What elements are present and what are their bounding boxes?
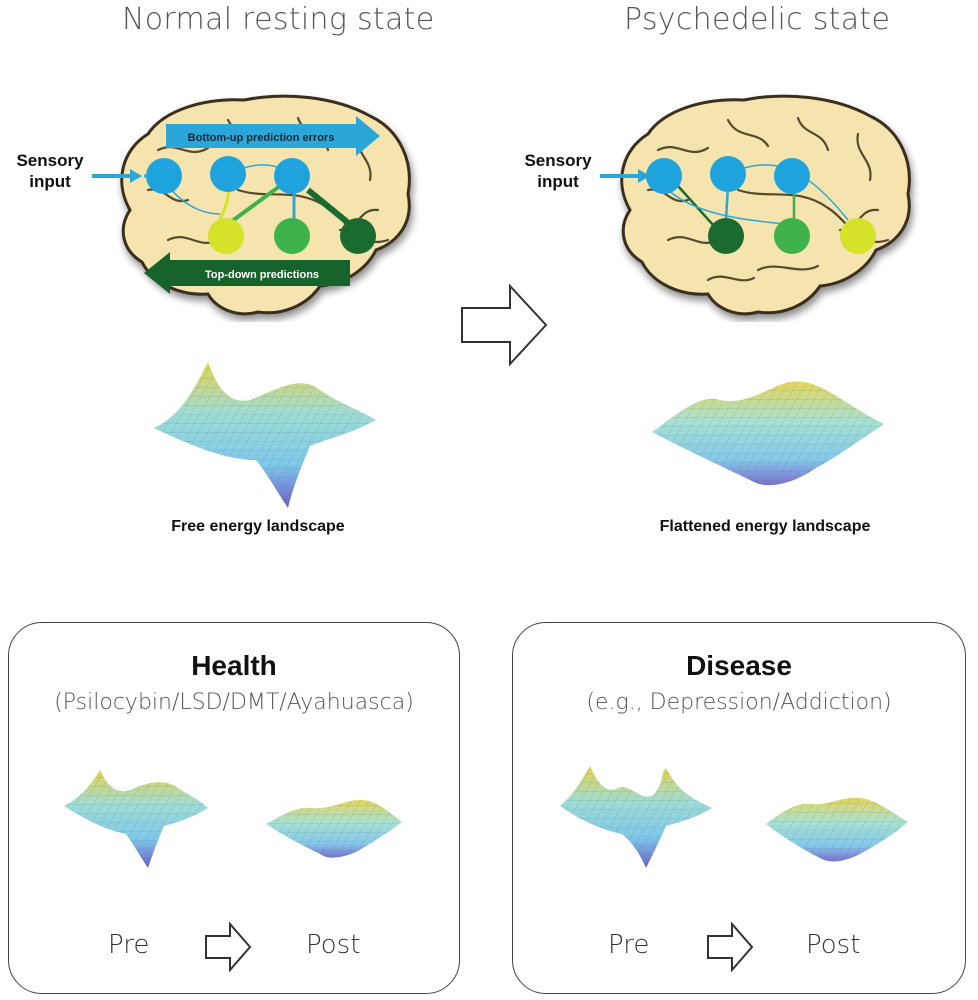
normal-state-title: Normal resting state xyxy=(122,2,435,37)
transition-arrow-icon xyxy=(461,284,548,366)
node-blue-3 xyxy=(774,158,810,194)
health-title: Health xyxy=(191,650,277,681)
disease-title: Disease xyxy=(686,650,792,681)
normal-brain-diagram: Bottom-up prediction errors Top-down pre… xyxy=(120,94,411,316)
disease-post-landscape xyxy=(766,797,908,862)
disease-post-label: Post xyxy=(806,930,861,960)
node-dark-green xyxy=(708,218,744,254)
node-blue-1 xyxy=(646,158,682,194)
health-post-label: Post xyxy=(306,930,361,960)
health-arrow-icon xyxy=(205,922,252,972)
brain-outline xyxy=(620,94,911,316)
top-down-arrow xyxy=(144,252,350,294)
node-blue-1 xyxy=(146,158,182,194)
node-blue-3 xyxy=(274,158,310,194)
node-blue-2 xyxy=(710,156,746,192)
psychedelic-state-title: Psychedelic state xyxy=(624,2,891,37)
disease-arrow-icon xyxy=(707,922,754,972)
bottom-up-label: Bottom-up prediction errors xyxy=(188,132,335,144)
flattened-energy-landscape xyxy=(652,381,884,486)
node-blue-2 xyxy=(210,156,246,192)
psychedelic-brain-diagram xyxy=(620,94,911,316)
brain-outline xyxy=(120,94,411,316)
node-green xyxy=(774,218,810,254)
health-subtitle: (Psilocybin/LSD/DMT/Ayahuasca) xyxy=(54,690,414,715)
free-energy-label: Free energy landscape xyxy=(171,518,345,535)
node-green xyxy=(274,218,310,254)
sensory-arrow-left xyxy=(92,169,142,183)
health-pre-landscape xyxy=(64,770,208,868)
disease-subtitle: (e.g., Depression/Addiction) xyxy=(586,690,892,715)
node-yellow xyxy=(208,218,244,254)
flattened-energy-label: Flattened energy landscape xyxy=(659,518,871,535)
disease-pre-label: Pre xyxy=(608,930,650,960)
health-pre-label: Pre xyxy=(108,930,150,960)
free-energy-landscape xyxy=(154,362,376,508)
node-yellow xyxy=(840,218,876,254)
disease-pre-landscape xyxy=(560,766,712,868)
sensory-arrow-right xyxy=(600,169,650,183)
bottom-up-arrow xyxy=(166,116,380,156)
top-down-label: Top-down predictions xyxy=(205,269,319,281)
health-post-landscape xyxy=(266,800,402,858)
node-dark-green xyxy=(340,218,376,254)
